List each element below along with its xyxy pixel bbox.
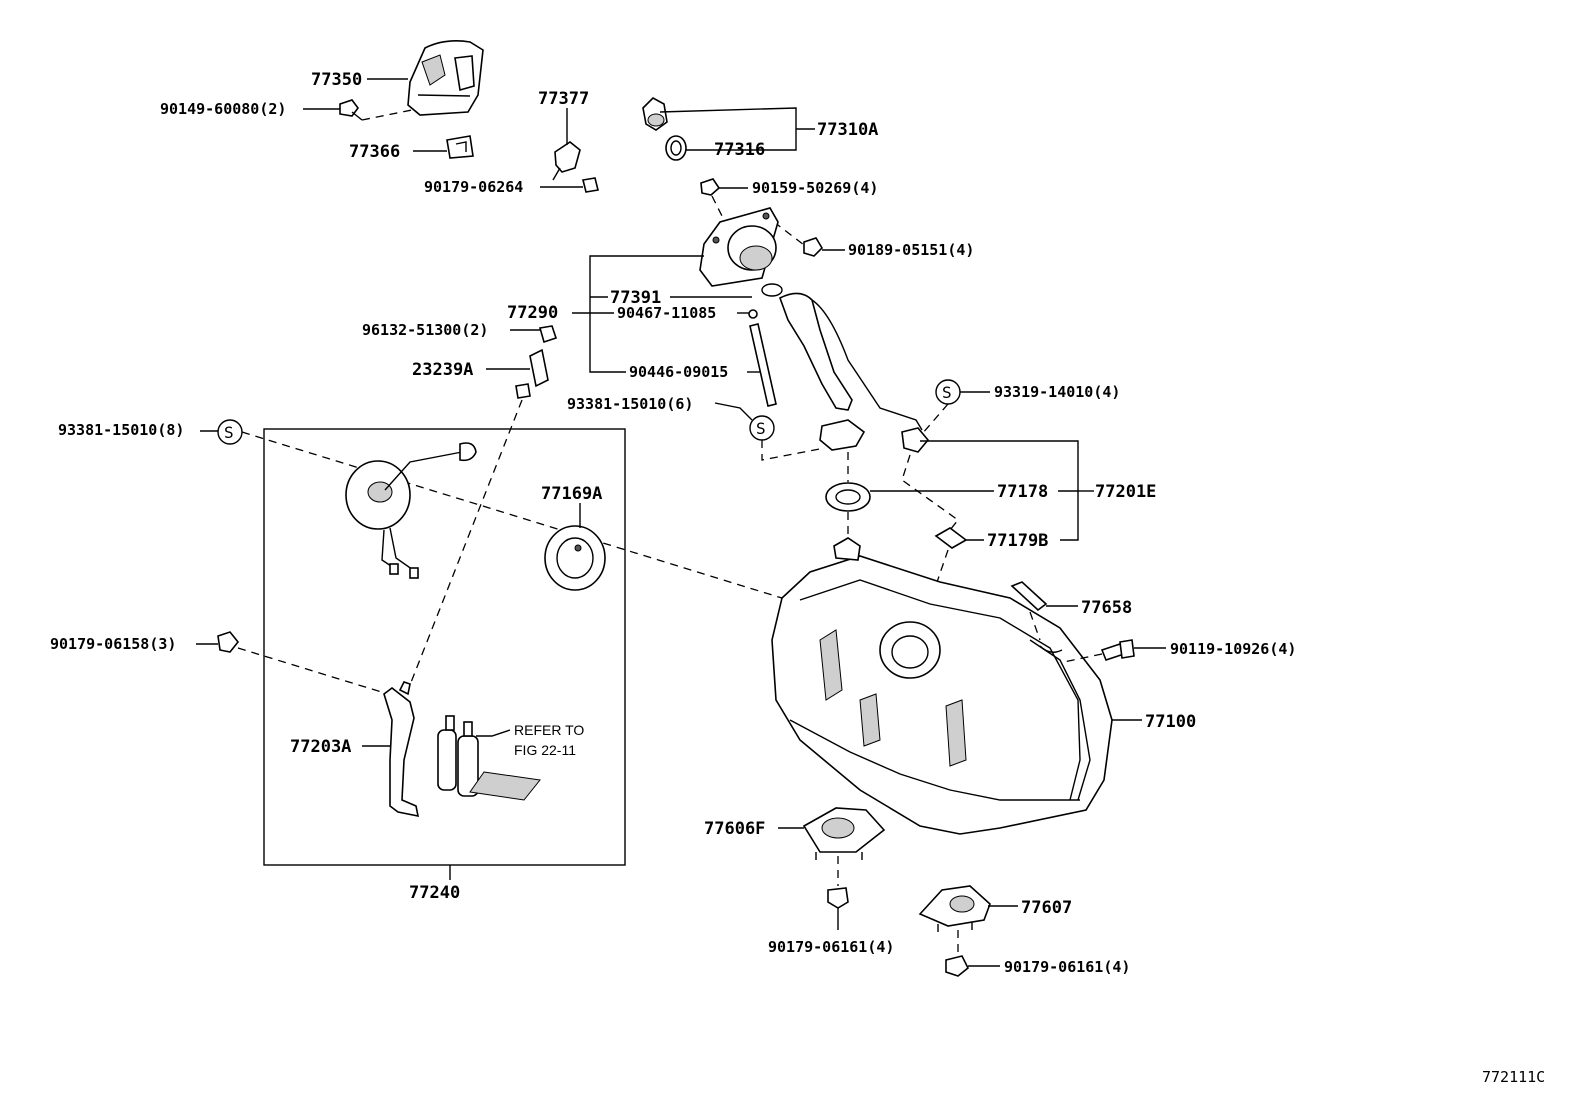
label-77366: 77366 (349, 142, 400, 162)
hose-23239A[interactable] (529, 348, 549, 388)
label-77310A: 77310A (817, 120, 878, 140)
fuel-pump[interactable] (437, 715, 541, 801)
opener-77377[interactable] (552, 141, 599, 193)
nut-90179-06158[interactable] (217, 631, 240, 653)
label-77179B: 77179B (987, 531, 1048, 551)
label-90179-06264: 90179-06264 (424, 178, 523, 196)
label-77658: 77658 (1081, 598, 1132, 618)
svg-text:S: S (942, 383, 952, 402)
svg-text:S: S (756, 419, 766, 438)
mount-77606F[interactable] (802, 807, 886, 860)
label-77201E: 77201E (1095, 482, 1156, 502)
label-77290: 77290 (507, 303, 558, 323)
label-93381-15010-8: 93381-15010(8) (58, 421, 184, 439)
label-96132-51300: 96132-51300(2) (362, 321, 488, 339)
label-77607: 77607 (1021, 898, 1072, 918)
label-90119-10926: 90119-10926(4) (1170, 640, 1296, 658)
label-77240: 77240 (409, 883, 460, 903)
label-90179-06161-a: 90179-06161(4) (768, 938, 894, 956)
pad-77658[interactable] (1010, 581, 1048, 612)
label-90179-06158: 90179-06158(3) (50, 635, 176, 653)
hinge-77366[interactable] (446, 135, 474, 159)
retainer-ring-77169A[interactable] (544, 525, 606, 591)
sealant-symbol-93381-8: S (217, 419, 243, 445)
sealant-symbol-93319: S (935, 379, 961, 405)
gasket-77178[interactable] (825, 482, 871, 512)
figure-ref-code: 772111C (1482, 1068, 1545, 1086)
svg-text:S: S (224, 423, 234, 442)
label-77391: 77391 (610, 288, 661, 308)
pump-bracket-77203A[interactable] (383, 681, 420, 818)
fuel-sender-gauge[interactable] (345, 442, 477, 579)
clamp-lower[interactable] (515, 383, 531, 399)
screw-90149-60080[interactable] (339, 99, 363, 121)
label-77316: 77316 (714, 140, 765, 160)
assembly-box-77240 (263, 428, 626, 866)
label-90179-06161-b: 90179-06161(4) (1004, 958, 1130, 976)
screw-90159-50269[interactable] (700, 178, 721, 196)
gasket-77316[interactable] (665, 135, 687, 161)
clamp-96132[interactable] (538, 325, 558, 344)
nut-90179-06161-a[interactable] (827, 887, 849, 930)
label-77178: 77178 (997, 482, 1048, 502)
label-90446-09015: 90446-09015 (629, 363, 728, 381)
refer-note-line1: REFER TO (514, 722, 584, 738)
nut-90179-06161-b[interactable] (945, 955, 970, 977)
label-90149-60080: 90149-60080(2) (160, 100, 286, 118)
fuel-tank-77100[interactable] (771, 537, 1113, 835)
label-90467-11085: 90467-11085 (617, 304, 716, 322)
filler-housing-77391[interactable] (699, 207, 779, 287)
label-77350: 77350 (311, 70, 362, 90)
nut-90189-05151[interactable] (803, 237, 824, 257)
fuel-cap-77310A[interactable] (642, 97, 668, 131)
sealant-symbol-93381-6: S (749, 415, 775, 441)
fuel-lid-77350[interactable] (407, 40, 484, 116)
refer-note-line2: FIG 22-11 (514, 742, 576, 758)
label-77203A: 77203A (290, 737, 351, 757)
label-93381-15010-6: 93381-15010(6) (567, 395, 693, 413)
label-77100: 77100 (1145, 712, 1196, 732)
label-77377: 77377 (538, 89, 589, 109)
label-23239A: 23239A (412, 360, 473, 380)
label-77606F: 77606F (704, 819, 765, 839)
label-90159-50269: 90159-50269(4) (752, 179, 878, 197)
mount-77607[interactable] (918, 885, 991, 932)
filler-pipe[interactable] (779, 292, 930, 453)
label-77169A: 77169A (541, 484, 602, 504)
clip-90467[interactable] (748, 309, 758, 319)
gasket-77179B[interactable] (934, 527, 968, 549)
bolt-90119-10926[interactable] (1100, 639, 1135, 661)
breather-tube-90446[interactable] (749, 323, 777, 407)
label-93319-14010: 93319-14010(4) (994, 383, 1120, 401)
label-90189-05151: 90189-05151(4) (848, 241, 974, 259)
